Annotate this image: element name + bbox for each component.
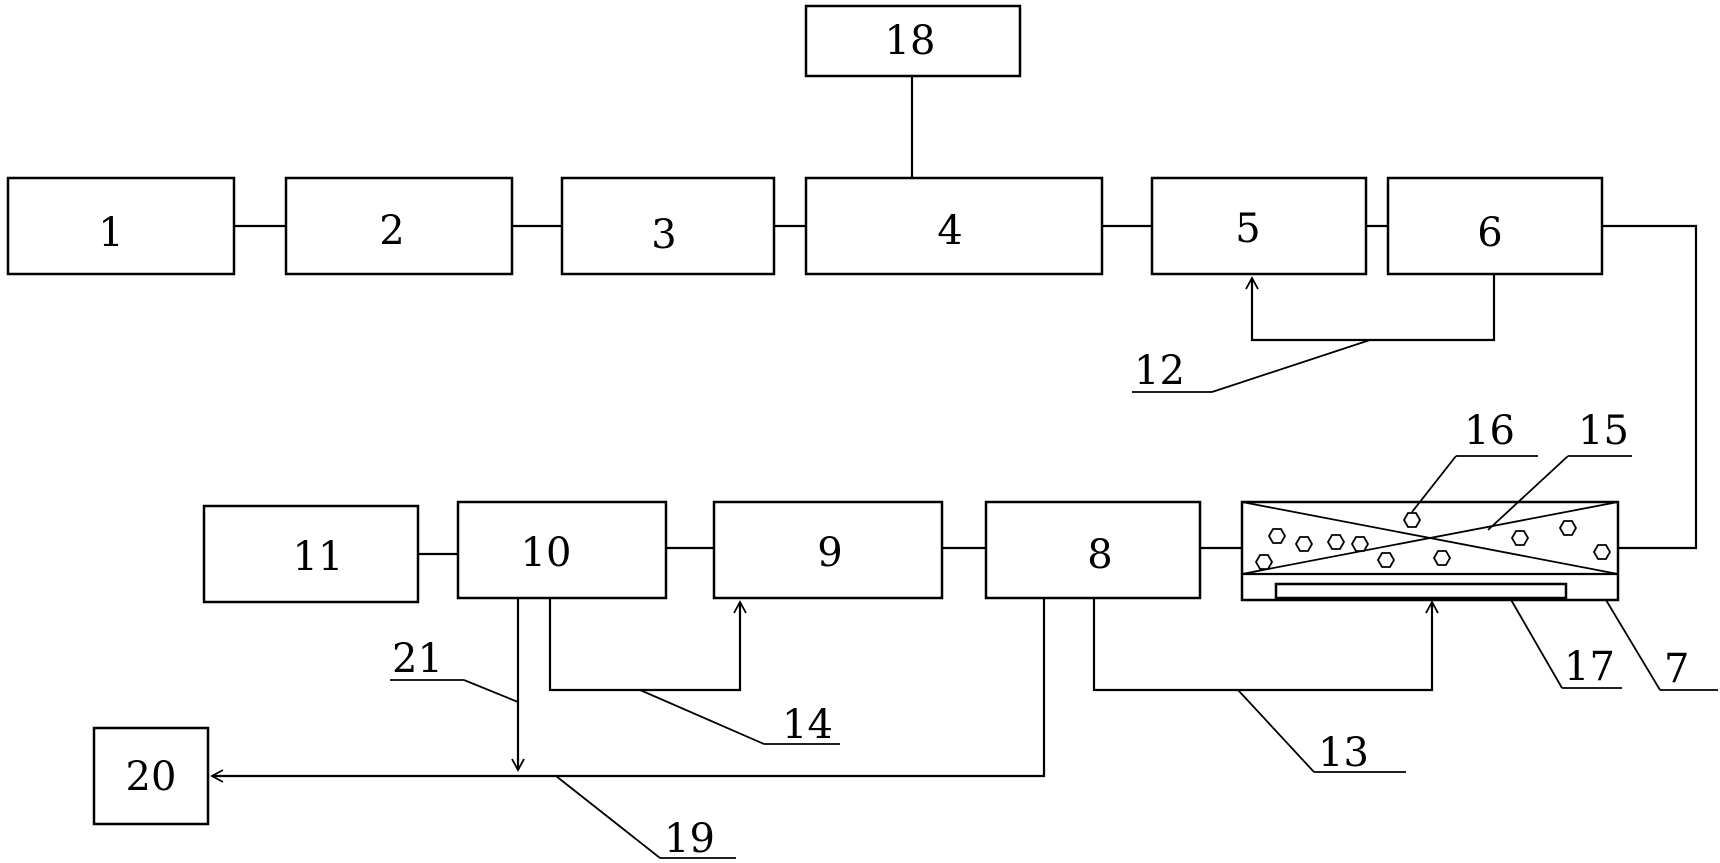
top-row-connectors: [234, 76, 1698, 550]
block-1: 1: [6, 176, 236, 276]
block-2-label: 2: [379, 208, 404, 254]
block-11-label: 11: [293, 534, 344, 580]
callout-12-label: 12: [1134, 348, 1185, 394]
block-3-label: 3: [651, 212, 676, 258]
block-1-label: 1: [98, 210, 123, 256]
block-8: 8: [984, 500, 1202, 600]
bead-hexagons: [1254, 512, 1612, 570]
block-18-label: 18: [885, 18, 936, 64]
callout-15-label: 15: [1578, 408, 1629, 454]
block-9: 9: [712, 500, 944, 600]
callout-17-label: 17: [1564, 644, 1615, 690]
feedback-loop-14: 14: [548, 598, 840, 748]
block-5-label: 5: [1235, 206, 1260, 252]
branch-line-21: 21: [390, 598, 525, 772]
callout-7: 7: [1605, 599, 1718, 692]
block-5: 5: [1150, 176, 1368, 276]
callout-15: 15: [1487, 408, 1632, 531]
block-6-label: 6: [1477, 210, 1502, 256]
block-9-label: 9: [817, 530, 842, 576]
block-2: 2: [284, 176, 514, 276]
block-4: 4: [804, 176, 1104, 276]
feedback-loop-13: 13: [1092, 598, 1439, 776]
block-20-label: 20: [126, 754, 177, 800]
feedback-loop-12: 12: [1132, 274, 1496, 394]
block-11: 11: [202, 504, 420, 604]
callout-19-label: 19: [664, 816, 715, 862]
callout-7-label: 7: [1664, 646, 1689, 692]
callout-21-label: 21: [392, 636, 443, 682]
output-line-19: 19: [210, 598, 1046, 862]
block-10: 10: [456, 500, 668, 600]
block-4-label: 4: [937, 208, 962, 254]
callout-17: 17: [1509, 597, 1622, 690]
block-10-label: 10: [521, 530, 572, 576]
block-20: 20: [92, 726, 210, 826]
callout-13-label: 13: [1318, 730, 1369, 776]
block-3: 3: [560, 176, 776, 276]
block-18: 18: [804, 4, 1022, 78]
block-6: 6: [1386, 176, 1604, 276]
block-8-label: 8: [1087, 532, 1112, 578]
callout-14-label: 14: [782, 702, 833, 748]
callout-16-label: 16: [1464, 408, 1515, 454]
chamber-7: [1240, 500, 1620, 602]
callout-16: 16: [1411, 408, 1538, 513]
lower-row-connectors: [418, 546, 1242, 556]
